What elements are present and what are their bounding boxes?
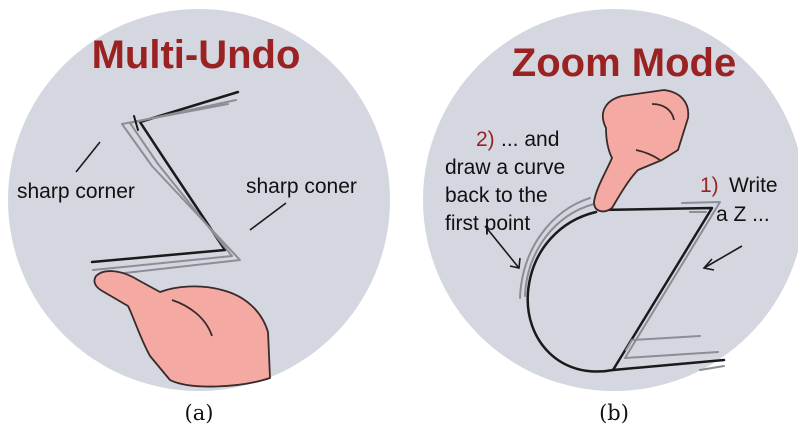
- panel-b-title: Zoom Mode: [512, 41, 736, 85]
- step2-line-1: ... and: [501, 128, 559, 151]
- step2-line-2: draw a curve: [445, 156, 565, 179]
- step2-number: 2): [476, 128, 495, 151]
- step2-line-4: first point: [445, 212, 530, 235]
- step1-number: 1): [700, 174, 719, 197]
- step2-line-3: back to the: [445, 184, 548, 207]
- caption-a: (a): [185, 401, 214, 425]
- step1-line-2: a Z ...: [716, 203, 770, 226]
- panel-a: Multi-Undo sharp corner sharp coner (a): [8, 9, 390, 425]
- panel-b: Zoom Mode 2) ... and draw a curve back t…: [423, 9, 798, 425]
- caption-b: (b): [599, 401, 629, 425]
- label-sharp-corner: sharp corner: [17, 180, 135, 203]
- panel-a-title: Multi-Undo: [92, 33, 301, 77]
- label-sharp-coner: sharp coner: [246, 175, 357, 198]
- step1-line-1: Write: [729, 174, 778, 197]
